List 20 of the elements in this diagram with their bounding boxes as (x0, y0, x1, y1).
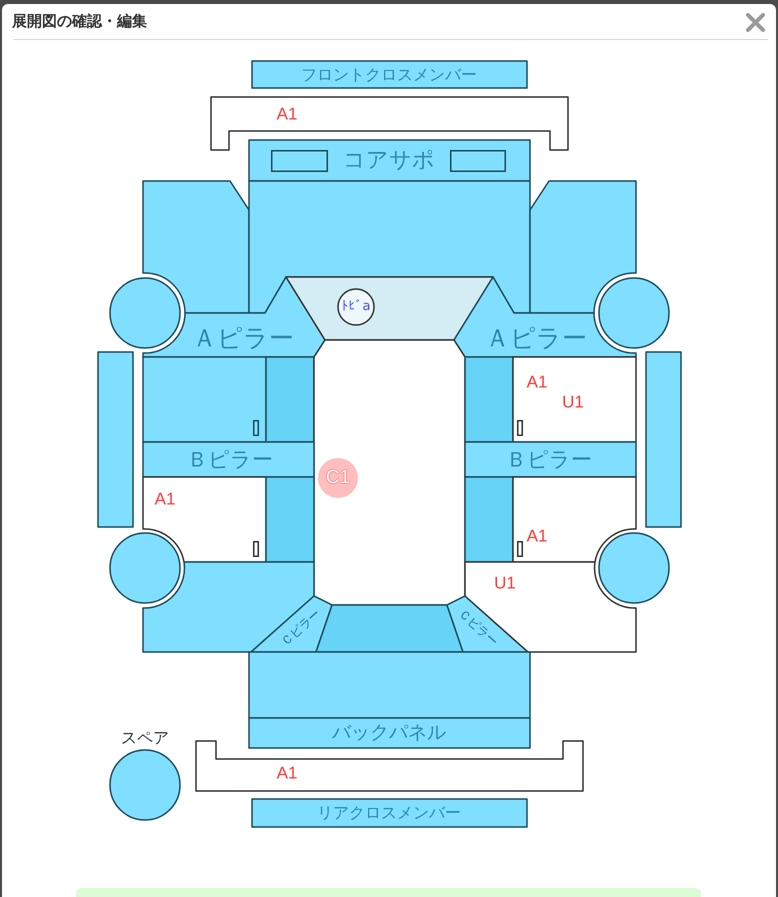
damage-code: A1 (526, 528, 548, 546)
panel-label: Ａピラー (192, 324, 294, 352)
marker-label: ﾄﾋﾞa (342, 300, 370, 314)
panel-label: Ｃピラー (278, 607, 324, 649)
panel-label: Ａピラー (485, 324, 587, 352)
panel-label: コアサポ (343, 148, 435, 174)
damage-code: U1 (562, 394, 584, 412)
damage-code: A1 (154, 490, 176, 510)
panel-label: Ｂピラー (506, 448, 592, 472)
panel-label: リアクロスメンバー (317, 804, 461, 822)
damage-code: A1 (276, 764, 298, 784)
panel-label: Ｃピラー (456, 607, 500, 649)
spare-label: スペア (121, 729, 169, 747)
dialog-title: 展開図の確認・編集 (12, 12, 147, 30)
damage-code: U1 (494, 574, 516, 594)
panel-label: バックパネル (332, 722, 446, 744)
damage-code: A1 (526, 374, 548, 392)
damage-code: A1 (276, 106, 298, 124)
panel-label: フロントクロスメンバー (301, 66, 477, 84)
panel-label: Ｂピラー (187, 448, 273, 472)
